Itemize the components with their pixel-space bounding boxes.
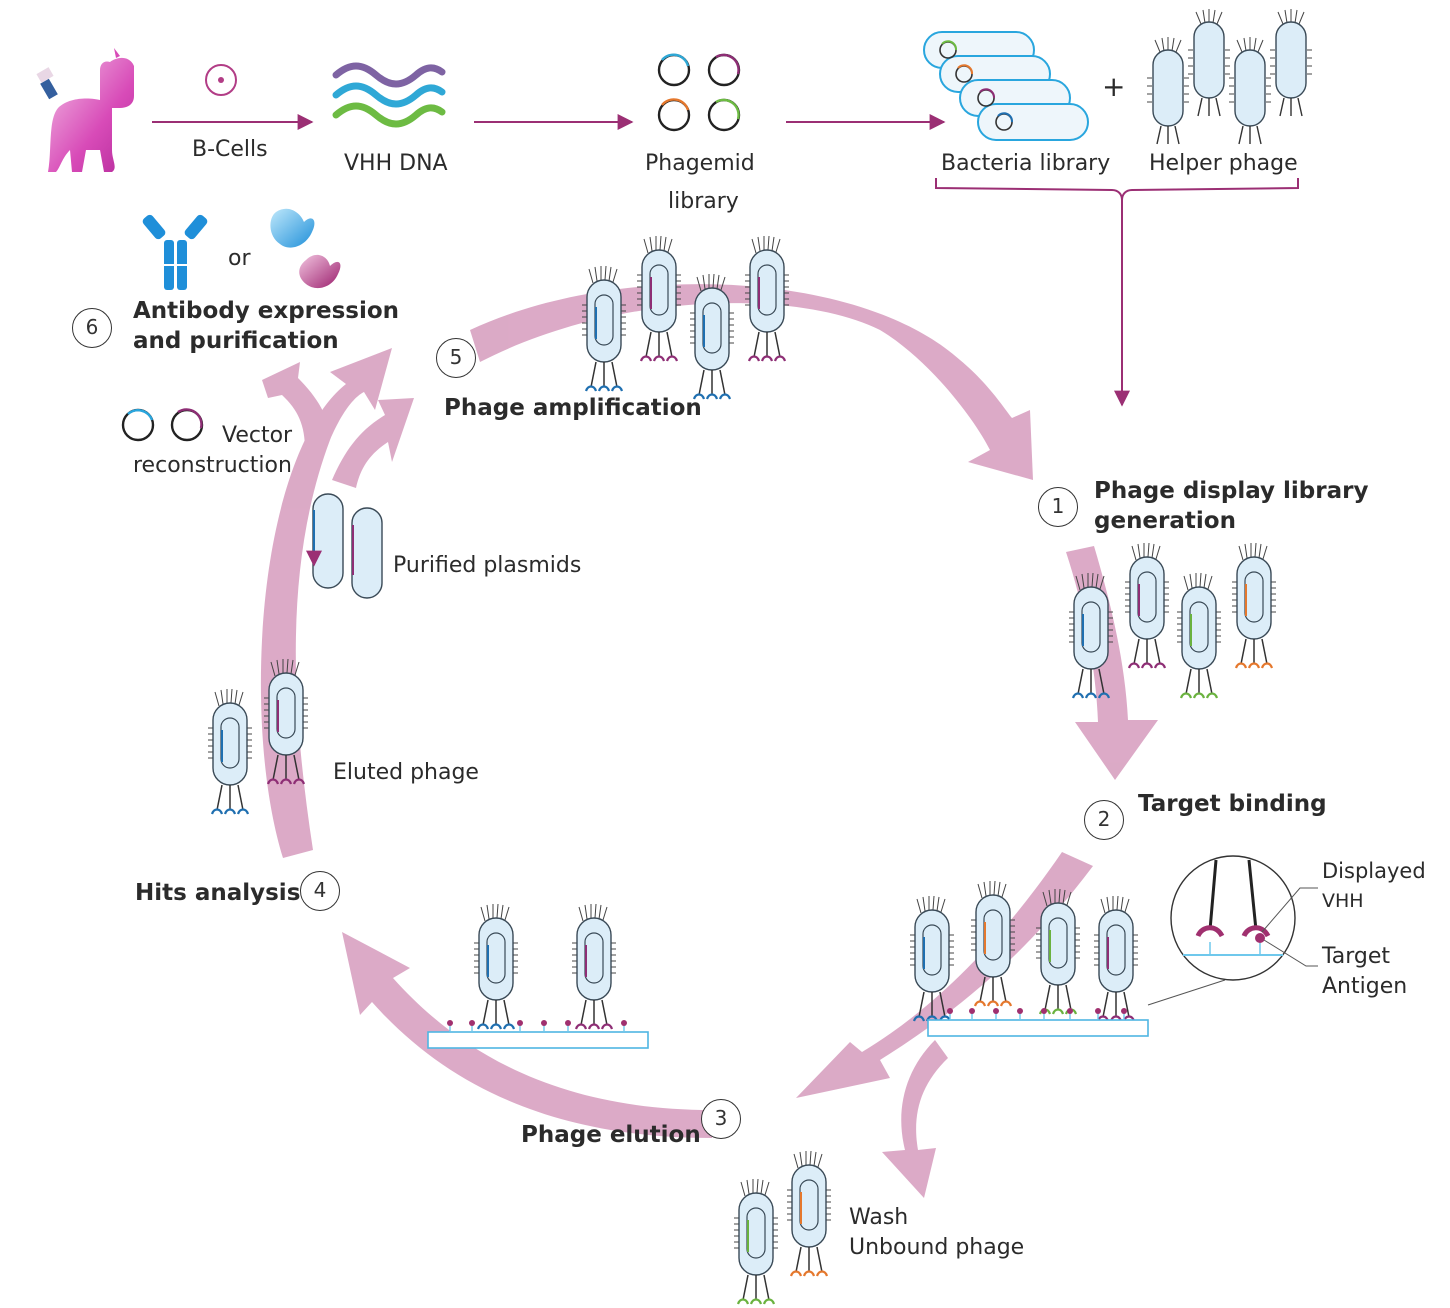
- bacteria-library-label: Bacteria library: [941, 151, 1111, 176]
- phagemid-label-2: library: [668, 189, 739, 214]
- step-6-number: 6: [72, 308, 112, 348]
- arc-amplification-to-library: [470, 284, 1033, 480]
- vhh-fragment-icons: [270, 208, 341, 289]
- step-2-title: Target binding: [1138, 791, 1327, 817]
- step-5-number: 5: [436, 338, 476, 378]
- antigen-pin: [1121, 1008, 1127, 1020]
- step-1-number: 1: [1038, 487, 1078, 527]
- or-label: or: [228, 246, 251, 271]
- step-6-title-1: Antibody expression: [133, 298, 400, 324]
- phage-purple: [636, 235, 682, 362]
- antigen-pin: [1041, 1008, 1047, 1020]
- phagemid-label-1: Phagemid: [645, 151, 755, 176]
- step-4-title: Hits analysis: [135, 880, 301, 906]
- target-label-1: Target: [1322, 944, 1391, 969]
- phage-orange: [1231, 542, 1277, 669]
- antigen-pin: [969, 1008, 975, 1020]
- antigen-pin: [1017, 1008, 1023, 1020]
- arrow-binding-to-elution: [796, 852, 1093, 1098]
- antigen-pin: [993, 1008, 999, 1020]
- antigen-pin: [565, 1020, 571, 1032]
- step-1-title-1: Phage display library: [1094, 478, 1369, 504]
- step-6-title-2: and purification: [133, 328, 339, 354]
- helper-phages: [1146, 8, 1313, 145]
- vhh-dna-waves: [332, 62, 446, 128]
- arrow-plasmids-to-amplification: [262, 362, 330, 450]
- phage-purple: [1124, 542, 1170, 669]
- antigen-pin: [469, 1020, 475, 1032]
- step-3-title: Phage elution: [521, 1122, 701, 1148]
- target-label-2: Antigen: [1322, 974, 1408, 999]
- step-3-number: 3: [701, 1099, 741, 1139]
- phage-orange: [786, 1150, 832, 1277]
- phage-purple: [263, 658, 309, 785]
- antigen-pin: [1095, 1008, 1101, 1020]
- phage-purple: [571, 903, 617, 1030]
- eluted-phage-label: Eluted phage: [333, 760, 479, 785]
- step-4-number: 4: [300, 871, 340, 911]
- brace: [935, 178, 1299, 201]
- antigen-layer: [447, 1008, 1127, 1032]
- arrow-plasmids-up: [332, 398, 414, 488]
- binding-plate: [927, 1019, 1149, 1037]
- phage-purple: [744, 235, 790, 362]
- arrow-wash: [882, 1040, 948, 1198]
- displayed-label-2: VHH: [1322, 890, 1364, 912]
- vhh-dna-label: VHH DNA: [344, 151, 448, 176]
- helper-phage-label: Helper phage: [1149, 151, 1298, 176]
- vector-label-2: reconstruction: [133, 453, 292, 478]
- bcell-icon: [205, 64, 237, 96]
- phage-blue: [473, 903, 519, 1030]
- phage-green: [733, 1178, 779, 1305]
- step-2-number: 2: [1084, 800, 1124, 840]
- llama-illustration: [36, 48, 134, 172]
- phage-green: [1176, 572, 1222, 699]
- phage-blue: [1068, 572, 1114, 699]
- purified-plasmids-label: Purified plasmids: [393, 553, 582, 578]
- antigen-pin: [517, 1020, 523, 1032]
- plus-sign: +: [1102, 70, 1126, 103]
- cycle-arrows: [260, 284, 1158, 1198]
- purified-plasmid-tubes: [306, 493, 383, 599]
- antibody-icon: [142, 214, 208, 290]
- vector-plasmids: [121, 408, 204, 442]
- phagemid-plasmids: [657, 53, 741, 132]
- vector-label-1: Vector: [222, 423, 293, 448]
- phage-blue: [689, 273, 735, 400]
- elution-plate: [427, 1031, 649, 1049]
- phage-blue: [207, 688, 253, 815]
- displayed-label-1: Displayed: [1322, 859, 1426, 883]
- antigen-pin: [1067, 1008, 1073, 1020]
- phage-blue: [581, 265, 627, 392]
- step-1-title-2: generation: [1094, 508, 1236, 534]
- bcells-label: B-Cells: [192, 137, 268, 162]
- wash-label-2: Unbound phage: [849, 1235, 1025, 1260]
- phage-purple: [1093, 895, 1139, 1022]
- bacteria-library: [923, 31, 1089, 141]
- arrow-elution-to-hits: [342, 932, 712, 1138]
- phage-orange: [970, 880, 1016, 1007]
- antigen-pin: [541, 1020, 547, 1032]
- antigen-pin: [621, 1020, 627, 1032]
- antigen-pin: [947, 1008, 953, 1020]
- antigen-pin: [447, 1020, 453, 1032]
- zoom-inset: [1147, 855, 1318, 1006]
- wash-label-1: Wash: [849, 1205, 909, 1230]
- step-5-title: Phage amplification: [444, 395, 702, 421]
